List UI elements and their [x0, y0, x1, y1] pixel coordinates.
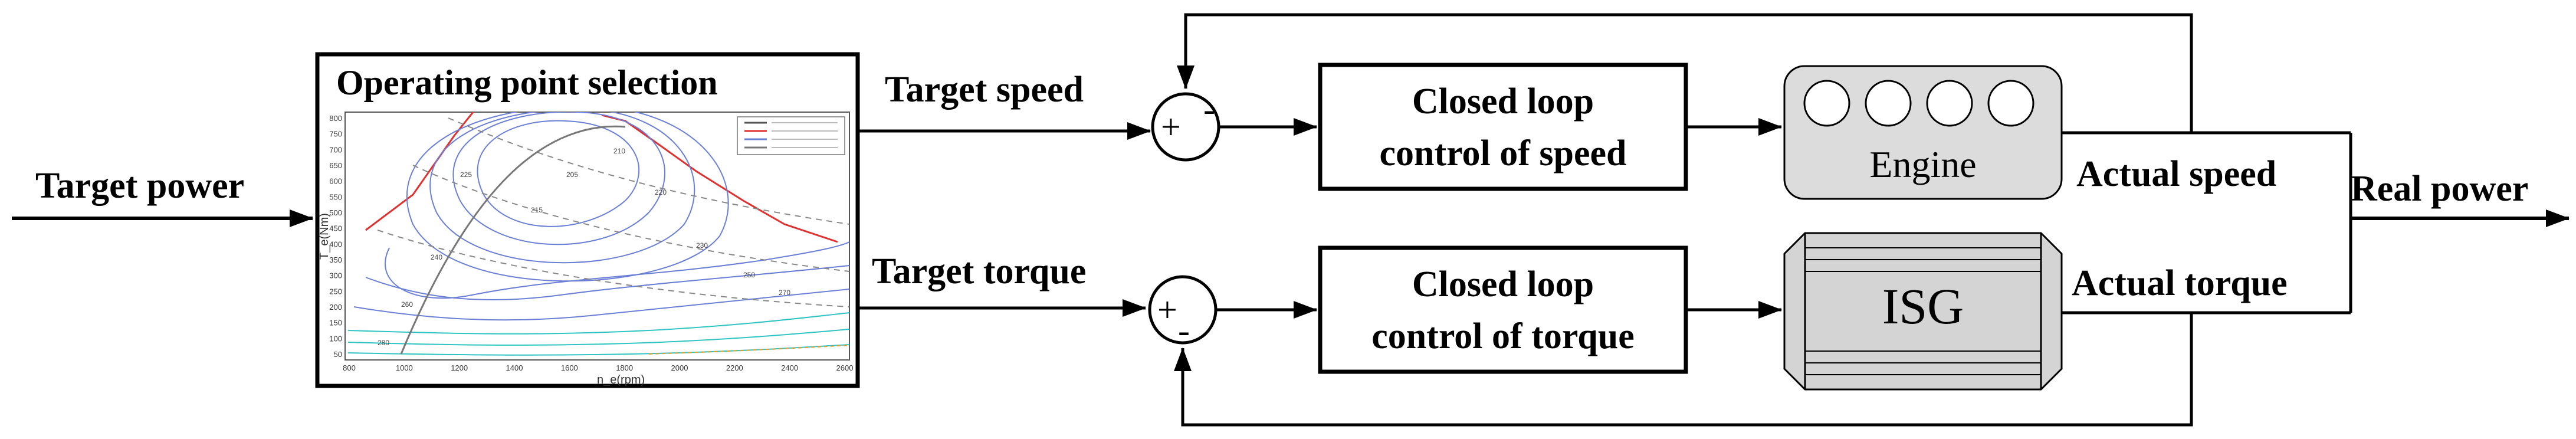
y-tick-label: 50 [334, 350, 342, 359]
speed-summing-junction: + - [1151, 90, 1220, 162]
contour-label: 230 [696, 241, 708, 250]
target-speed-label: Target speed [885, 70, 1084, 110]
engine-cylinder-icon [1865, 80, 1912, 127]
optimal-operating-curve [400, 125, 626, 355]
actual-torque-label: Actual torque [2072, 263, 2288, 303]
operating-point-title: Operating point selection [336, 63, 718, 102]
isg-block: ISG [1783, 232, 2063, 391]
y-tick-labels: 800 750 700 650 600 550 500 450 400 350 300 250 200 1… [329, 114, 342, 359]
torque-summing-junction: + - [1148, 275, 1218, 350]
y-tick-label: 600 [329, 177, 342, 186]
contour-label: 240 [431, 253, 442, 261]
engine-cylinder-icon [1803, 80, 1850, 127]
speed-sum-minus: - [1203, 90, 1215, 129]
y-tick-label: 750 [329, 130, 342, 139]
contour-label: 205 [566, 171, 578, 179]
torque-sum-plus: + [1157, 290, 1177, 329]
x-tick-label: 2200 [726, 363, 743, 372]
y-tick-label: 550 [329, 192, 342, 201]
contour-label: 270 [779, 289, 790, 297]
y-axis-label: T_e(Nm) [318, 213, 331, 260]
efficiency-map-plot: 800 750 700 650 600 550 500 450 400 350 300 250 200 1… [318, 112, 853, 386]
torque-feedback-arrow [1174, 313, 2193, 427]
speed-sum-plus: + [1161, 107, 1181, 146]
min-torque-line [648, 345, 849, 355]
target-torque-label: Target torque [872, 251, 1086, 291]
y-tick-label: 650 [329, 161, 342, 170]
y-tick-label: 450 [329, 224, 342, 233]
y-tick-label: 500 [329, 208, 342, 217]
contour-label: 225 [460, 171, 472, 179]
target-power-label: Target power [35, 166, 244, 206]
contour-label: 260 [401, 300, 413, 309]
map-legend [737, 116, 845, 155]
speed-controller-block: Closed loop control of speed [1318, 63, 1688, 191]
torque-controller-line2: control of torque [1371, 316, 1634, 356]
engine-label: Engine [1869, 143, 1976, 185]
speed-controller-line1: Closed loop [1412, 81, 1594, 122]
y-tick-label: 350 [329, 255, 342, 264]
x-tick-label: 2000 [671, 363, 688, 372]
contour-label: 280 [378, 339, 389, 347]
y-tick-label: 250 [329, 287, 342, 296]
engine-cylinder-icon [1987, 80, 2034, 127]
contour-label: 250 [743, 271, 755, 279]
y-tick-label: 100 [329, 334, 342, 343]
speed-controller-line2: control of speed [1379, 133, 1626, 173]
x-axis-label: n_e(rpm) [597, 374, 645, 386]
isg-label: ISG [1882, 278, 1964, 335]
contour-label: 210 [613, 147, 625, 155]
contour-labels: 205 210 215 220 225 230 240 250 260 270 280 [378, 147, 790, 347]
engine-block: Engine [1783, 65, 2063, 200]
x-tick-label: 1200 [451, 363, 468, 372]
y-tick-label: 400 [329, 240, 342, 248]
x-tick-label: 1400 [506, 363, 523, 372]
x-tick-label: 1600 [561, 363, 578, 372]
constant-power-lines [377, 117, 849, 307]
contour-label: 220 [655, 188, 667, 196]
y-tick-label: 150 [329, 319, 342, 327]
y-tick-label: 800 [329, 114, 342, 123]
y-tick-label: 300 [329, 271, 342, 280]
speed-feedback-arrow [1177, 13, 2193, 133]
operating-point-selection-block: Operating point selection 800 750 700 650 60… [315, 52, 860, 388]
isg-winding-lines [1805, 247, 2041, 375]
torque-sum-minus: - [1178, 311, 1190, 350]
torque-controller-block: Closed loop control of torque [1318, 245, 1688, 374]
x-tick-label: 1000 [396, 363, 413, 372]
engine-cylinder-icon [1926, 80, 1973, 127]
y-tick-label: 200 [329, 303, 342, 312]
x-tick-label: 800 [343, 363, 356, 372]
contour-label: 215 [531, 206, 543, 214]
x-tick-labels: 800 1000 1200 1400 1600 1800 2000 2200 2400 2600 [343, 363, 853, 372]
x-tick-label: 2400 [781, 363, 798, 372]
torque-controller-line1: Closed loop [1412, 264, 1594, 304]
real-power-label: Real power [2351, 169, 2528, 209]
x-tick-label: 2600 [836, 363, 854, 372]
actual-speed-label: Actual speed [2076, 154, 2276, 194]
x-tick-label: 1800 [616, 363, 633, 372]
y-tick-label: 700 [329, 145, 342, 154]
